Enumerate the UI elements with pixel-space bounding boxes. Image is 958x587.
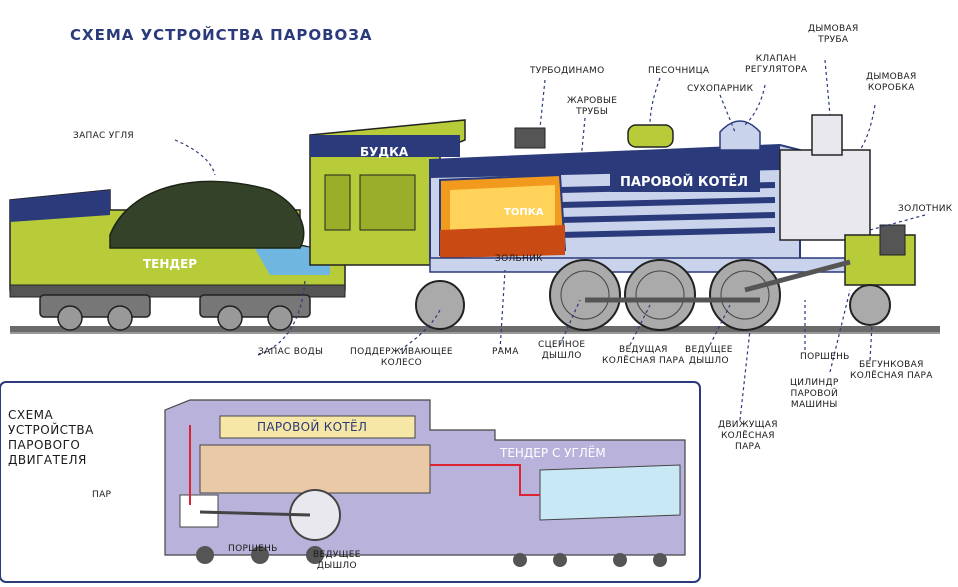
tender-body bbox=[9, 180, 346, 298]
driving-wheels bbox=[415, 259, 891, 331]
label-regulator-valve: КЛАПАН РЕГУЛЯТОРА bbox=[745, 54, 808, 75]
turbogenerator bbox=[514, 127, 546, 149]
firebox bbox=[439, 173, 567, 258]
label-bogie-wheelset: БЕГУНКОВАЯ КОЛЁСНАЯ ПАРА bbox=[850, 360, 933, 381]
engine-label-steam: ПАР bbox=[92, 490, 112, 500]
label-coupling-rod: СЦЕПНОЕ ДЫШЛО bbox=[538, 340, 586, 361]
engine-label-main-rod: ВЕДУЩЕЕ ДЫШЛО bbox=[313, 550, 361, 571]
label-cylinder: ЦИЛИНДР ПАРОВОЙ МАШИНЫ bbox=[790, 378, 839, 410]
coal-pile bbox=[109, 180, 305, 249]
label-smokebox: ДЫМОВАЯ КОРОБКА bbox=[866, 72, 917, 93]
label-slide-valve: ЗОЛОТНИК bbox=[898, 204, 953, 214]
engine-label-piston: ПОРШЕНЬ bbox=[228, 544, 278, 554]
dry-pipe bbox=[719, 120, 761, 151]
label-ashpan: ЗОЛЬНИК bbox=[495, 254, 543, 264]
page-title: СХЕМА УСТРОЙСТВА ПАРОВОЗА bbox=[70, 26, 373, 44]
label-cab: БУДКА bbox=[360, 145, 409, 159]
engine-diagram-frame bbox=[0, 381, 701, 583]
label-main-rod: ВЕДУЩЕЕ ДЫШЛО bbox=[685, 345, 733, 366]
label-tender: ТЕНДЕР bbox=[143, 257, 198, 271]
main-rod bbox=[744, 259, 851, 293]
engine-label-tender: ТЕНДЕР С УГЛЁМ bbox=[500, 446, 606, 460]
engine-label-boiler: ПАРОВОЙ КОТЁЛ bbox=[257, 420, 368, 434]
label-dry-pipe: СУХОПАРНИК bbox=[687, 84, 754, 94]
engine-diagram-title: СХЕМА УСТРОЙСТВА ПАРОВОГО ДВИГАТЕЛЯ bbox=[8, 408, 94, 467]
cab bbox=[309, 119, 466, 266]
label-firebox: ТОПКА bbox=[504, 207, 544, 218]
label-frame: РАМА bbox=[492, 347, 519, 357]
label-piston: ПОРШЕНЬ bbox=[800, 352, 850, 362]
label-chimney: ДЫМОВАЯ ТРУБА bbox=[808, 24, 859, 45]
label-water-supply: ЗАПАС ВОДЫ bbox=[258, 347, 324, 357]
smokebox bbox=[779, 114, 871, 241]
label-trailing-wheel: ПОДДЕРЖИВАЮЩЕЕ КОЛЕСО bbox=[350, 347, 453, 368]
label-boiler: ПАРОВОЙ КОТЁЛ bbox=[620, 175, 749, 190]
label-turbogenerator: ТУРБОДИНАМО bbox=[530, 66, 605, 76]
label-coal-supply: ЗАПАС УГЛЯ bbox=[73, 131, 134, 141]
label-driving-wheelset: ВЕДУЩАЯ КОЛЁСНАЯ ПАРА bbox=[602, 345, 685, 366]
sandbox bbox=[627, 124, 674, 148]
label-sandbox: ПЕСОЧНИЦА bbox=[648, 66, 710, 76]
label-driver-wheelset: ДВИЖУЩАЯ КОЛЁСНАЯ ПАРА bbox=[718, 420, 778, 452]
tender-bogies bbox=[39, 294, 311, 331]
label-fire-tubes: ЖАРОВЫЕ ТРУБЫ bbox=[567, 96, 618, 117]
rail bbox=[10, 326, 940, 332]
